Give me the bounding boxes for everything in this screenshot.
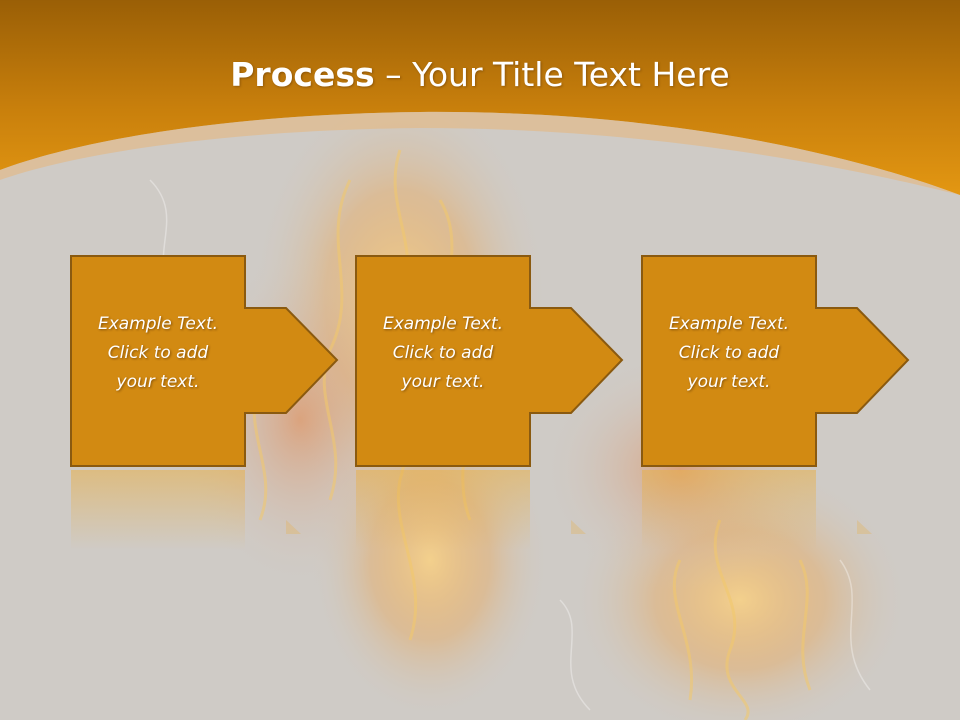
step-reflection [71,470,413,550]
slide-title[interactable]: Process – Your Title Text Here [0,52,960,98]
step-box-with-arrow [70,255,339,467]
step-text[interactable]: Example Text. Click to add your text. [382,314,504,392]
step-box-with-arrow [641,255,910,467]
title-bold: Process [230,55,375,94]
process-step-3[interactable]: Example Text. Click to add your text. [641,255,960,468]
step-reflection [642,470,960,550]
header-banner [0,0,960,195]
banner-swoosh [0,111,960,195]
step-box-with-arrow [355,255,624,467]
process-step-2[interactable]: Example Text. Click to add your text. [355,255,698,468]
step-reflection [356,470,698,550]
title-rest: – Your Title Text Here [374,55,730,94]
step-text[interactable]: Example Text. Click to add your text. [668,314,790,392]
process-step-1[interactable]: Example Text. Click to add your text. [70,255,413,468]
step-text[interactable]: Example Text. Click to add your text. [97,314,219,392]
